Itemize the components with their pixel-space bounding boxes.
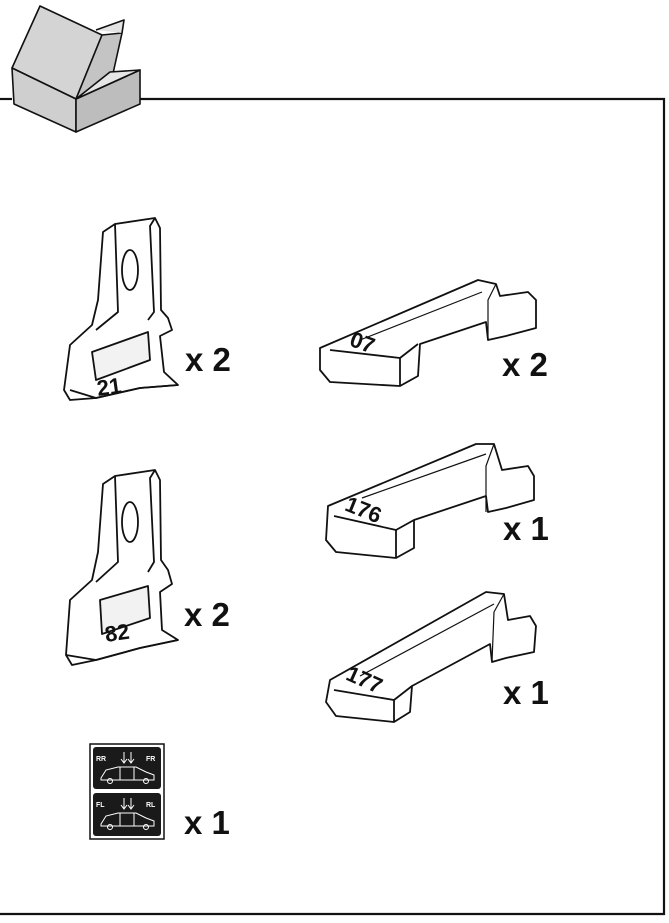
position-sticker: RR FR FL RL <box>89 743 165 840</box>
sticker-label-rl: RL <box>146 802 156 809</box>
content-frame <box>0 97 666 916</box>
quantity-pad-177: x 1 <box>503 674 549 711</box>
open-box-icon <box>11 5 141 133</box>
foot-part-21: 21 <box>63 217 179 401</box>
quantity-pad-07: x 2 <box>502 346 548 383</box>
sticker-label-fr: FR <box>146 756 155 763</box>
pad-part-177: 177 <box>325 591 537 723</box>
quantity-pad-176: x 1 <box>503 510 549 547</box>
sticker-label-fl: FL <box>96 802 105 809</box>
pad-part-07: 07 <box>319 279 537 387</box>
foot-number-82: 82 <box>103 619 131 647</box>
quantity-foot-82: x 2 <box>184 596 230 633</box>
foot-part-82: 82 <box>65 469 179 666</box>
car-bottom-icon <box>100 798 155 830</box>
foot-number-21: 21 <box>95 373 123 401</box>
quantity-foot-21: x 2 <box>185 341 231 378</box>
pad-part-176: 176 <box>325 443 535 559</box>
quantity-sticker: x 1 <box>184 804 230 841</box>
sticker-label-rr: RR <box>96 756 106 763</box>
car-top-icon <box>100 752 155 784</box>
